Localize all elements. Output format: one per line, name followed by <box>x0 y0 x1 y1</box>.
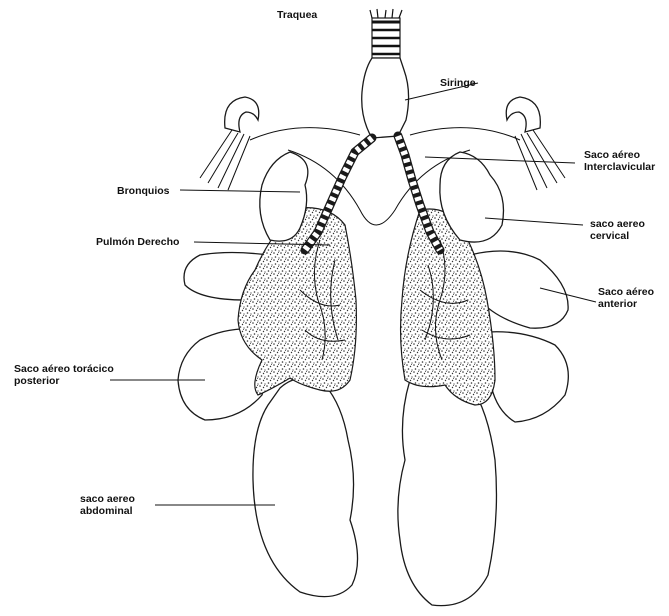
label-saco-interclavicular-line2: Interclavicular <box>584 161 655 173</box>
label-saco-abdominal-line1: saco aereo <box>80 493 135 505</box>
right-posterior-thoracic-air-sac <box>488 332 568 422</box>
label-saco-toracico-line1: Saco aéreo torácico <box>14 363 114 375</box>
left-abdominal-air-sac <box>253 378 358 596</box>
label-saco-cervical-line1: saco aereo <box>590 218 645 230</box>
right-clavicular-appendage <box>506 97 565 190</box>
label-saco-toracico-line2: posterior <box>14 375 114 387</box>
label-saco-anterior: Saco aéreo anterior <box>598 286 654 310</box>
label-saco-interclavicular: Saco aéreo Interclavicular <box>584 149 655 173</box>
label-saco-anterior-line2: anterior <box>598 298 654 310</box>
label-saco-abdominal-line2: abdominal <box>80 505 135 517</box>
label-saco-anterior-line1: Saco aéreo <box>598 286 654 298</box>
right-abdominal-air-sac <box>398 374 497 606</box>
left-cervical-air-sac <box>260 152 308 241</box>
left-clavicular-appendage <box>200 97 259 190</box>
label-traquea: Traquea <box>277 9 317 21</box>
label-saco-abdominal: saco aereo abdominal <box>80 493 135 517</box>
label-saco-cervical: saco aereo cervical <box>590 218 645 242</box>
label-bronquios: Bronquios <box>117 185 170 197</box>
trachea-drawing <box>370 9 402 58</box>
label-saco-cervical-line2: cervical <box>590 230 645 242</box>
label-siringe: Siringe <box>440 77 476 89</box>
label-saco-toracico-posterior: Saco aéreo torácico posterior <box>14 363 114 387</box>
label-pulmon-derecho: Pulmón Derecho <box>96 236 179 248</box>
syrinx-drawing <box>362 58 409 138</box>
label-saco-interclavicular-line1: Saco aéreo <box>584 149 655 161</box>
